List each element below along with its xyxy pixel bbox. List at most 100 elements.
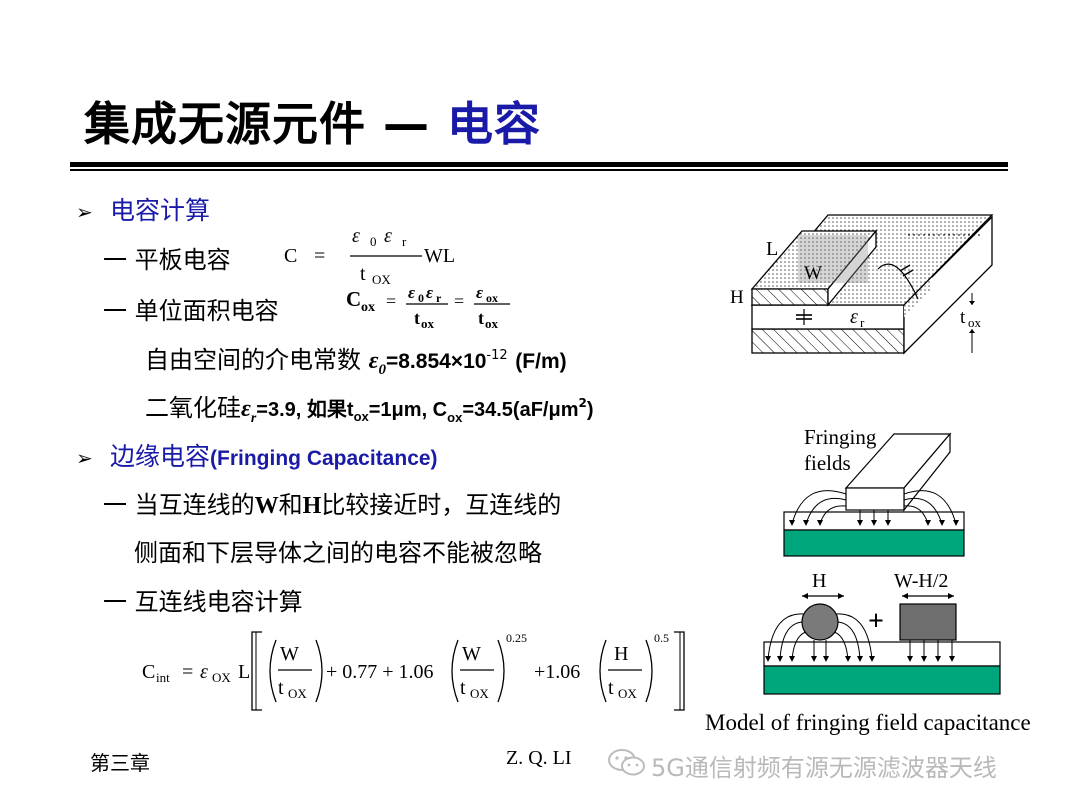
label-W: W — [804, 263, 822, 284]
cint-t3: t — [608, 677, 614, 699]
label-eps: ε — [850, 306, 858, 328]
model-caption: Model of fringing field capacitance — [705, 710, 1031, 735]
label-tox-sub: ox — [968, 315, 982, 330]
bullet-arrow-icon: ➢ — [76, 200, 93, 224]
cox-eq1: = — [386, 291, 396, 311]
formula-eps0-sub: 0 — [370, 234, 377, 249]
paren-close-3 — [645, 639, 653, 703]
cint-eq: = — [182, 661, 193, 683]
label-eps-sub: r — [860, 315, 865, 330]
section-fringing: ➢边缘电容(Fringing Capacitance) — [76, 437, 438, 473]
eps0-symbol: ε0 — [368, 348, 386, 378]
formula-eps0: ε — [352, 225, 360, 247]
cint-t2-sub: OX — [470, 686, 489, 701]
vacuum-value: =8.854×10 — [385, 350, 487, 373]
cint-t1: t — [278, 677, 284, 699]
plus-sign: + — [868, 606, 884, 637]
left-bracket — [251, 631, 262, 711]
substrate-layer — [783, 529, 965, 557]
cox-sub: ox — [447, 409, 463, 425]
item-interconnect-calc: 一 互连线电容计算 — [103, 588, 303, 616]
cox-n1: ε — [408, 283, 415, 302]
formula-eq: = — [314, 245, 325, 267]
vacuum-label: 自由空间的介电常数 — [145, 346, 361, 374]
right-bracket — [674, 631, 685, 711]
paren-open-2 — [451, 639, 459, 703]
label-tox: t — [960, 307, 966, 328]
cylinder-conductor — [801, 603, 839, 641]
wh2-dim-arrow-left — [902, 593, 908, 599]
tox-arrowhead-top — [969, 301, 975, 305]
cox-n2-sub: ox — [486, 291, 498, 305]
fringe-arc — [877, 263, 919, 300]
cox-n2: ε — [476, 283, 483, 302]
formula-t-sub: OX — [372, 272, 391, 287]
title-rule — [70, 162, 1008, 167]
paren-close-1 — [315, 639, 323, 703]
h-dim-arrow-left — [802, 593, 808, 599]
page-title: 集成无源元件 — 电容 — [84, 88, 541, 154]
vacuum-unit: (F/m) — [515, 350, 567, 373]
title-rule-thin — [70, 169, 1008, 171]
tox-arrowhead-bottom — [969, 329, 975, 333]
block-conductor — [899, 603, 957, 641]
top-plate-front — [751, 288, 829, 306]
cint-W1: W — [280, 643, 299, 665]
cint-t3-sub: OX — [618, 686, 637, 701]
top-plate-shade — [798, 235, 868, 283]
label-W-H2: W-H/2 — [894, 570, 948, 592]
formula-epsr-sub: r — [402, 234, 407, 249]
sio2-b: =3.9, 如果 — [256, 399, 347, 421]
bottom-plate-front — [751, 328, 905, 354]
bullet-arrow-icon: ➢ — [76, 446, 93, 470]
sio2-label: 二氧化硅 — [145, 394, 241, 422]
fringing-label-2: fields — [804, 451, 851, 475]
cox-d1: t — [414, 308, 420, 328]
item-unit-area-capacitance: 一 单位面积电容 — [103, 297, 279, 325]
cint-eps-sub: OX — [212, 670, 231, 685]
cint-eps: ε — [200, 661, 208, 683]
formula-cox: C ox = ε 0 ε r t ox = ε ox t ox — [346, 283, 510, 331]
cox-n1b-sub: r — [436, 291, 442, 305]
parallel-plate-diagram: L W H ε r t ox — [730, 214, 994, 355]
cint-t2: t — [460, 677, 466, 699]
formula-plate: C = ε 0 ε r t OX WL — [284, 225, 455, 287]
paren-close-2 — [497, 639, 505, 703]
substrate-side — [903, 215, 993, 355]
watermark-text: 5G通信射频有源无源滤波器天线 — [651, 754, 997, 782]
label-H-model: H — [812, 570, 826, 592]
fringe-line-1: 一 当互连线的W和H比较接近时，互连线的 — [103, 485, 561, 520]
cint-exp2: 0.5 — [654, 631, 669, 645]
vacuum-permittivity-line: 自由空间的介电常数 ε0=8.854×10-12 (F/m) — [145, 340, 567, 379]
section-label: 电容计算 — [110, 196, 211, 225]
paren-open-1 — [269, 639, 277, 703]
tox-symbol: tox — [346, 399, 369, 424]
label-L: L — [766, 238, 778, 260]
field-arrowheads — [789, 520, 959, 526]
footer-chapter: 第三章 — [90, 753, 150, 775]
model-arrowheads — [765, 656, 955, 662]
sio2-e: ) — [586, 399, 594, 421]
fringe-1e: 比较接近时，互连线的 — [321, 491, 562, 519]
cint-lhs: C — [142, 661, 155, 683]
fringe-1a: 一 当互连线的 — [103, 491, 255, 519]
cint-t1-sub: OX — [288, 686, 307, 701]
line-front — [845, 487, 905, 511]
cox-d1-sub: ox — [421, 316, 435, 331]
fringing-fields-diagram: Fringing fields — [783, 425, 965, 557]
cint-L: L — [238, 661, 250, 683]
substrate-dots — [904, 277, 932, 317]
cint-exp1: 0.25 — [506, 631, 527, 645]
fringe-h: H — [302, 493, 322, 519]
formula-c: C — [284, 245, 297, 267]
arc-cap-2 — [902, 269, 914, 277]
model-field-lines — [767, 613, 953, 661]
fringe-1c: 和 — [278, 491, 303, 519]
title-accent: 电容 — [447, 97, 542, 151]
cox-n1-sub: 0 — [418, 291, 424, 305]
cox-eq2: = — [454, 291, 464, 311]
cox-n1b: ε — [426, 283, 433, 302]
label-H: H — [730, 287, 744, 308]
section-label-en: (Fringing Capacitance) — [210, 447, 438, 470]
footer-author: Z. Q. LI — [506, 747, 572, 769]
